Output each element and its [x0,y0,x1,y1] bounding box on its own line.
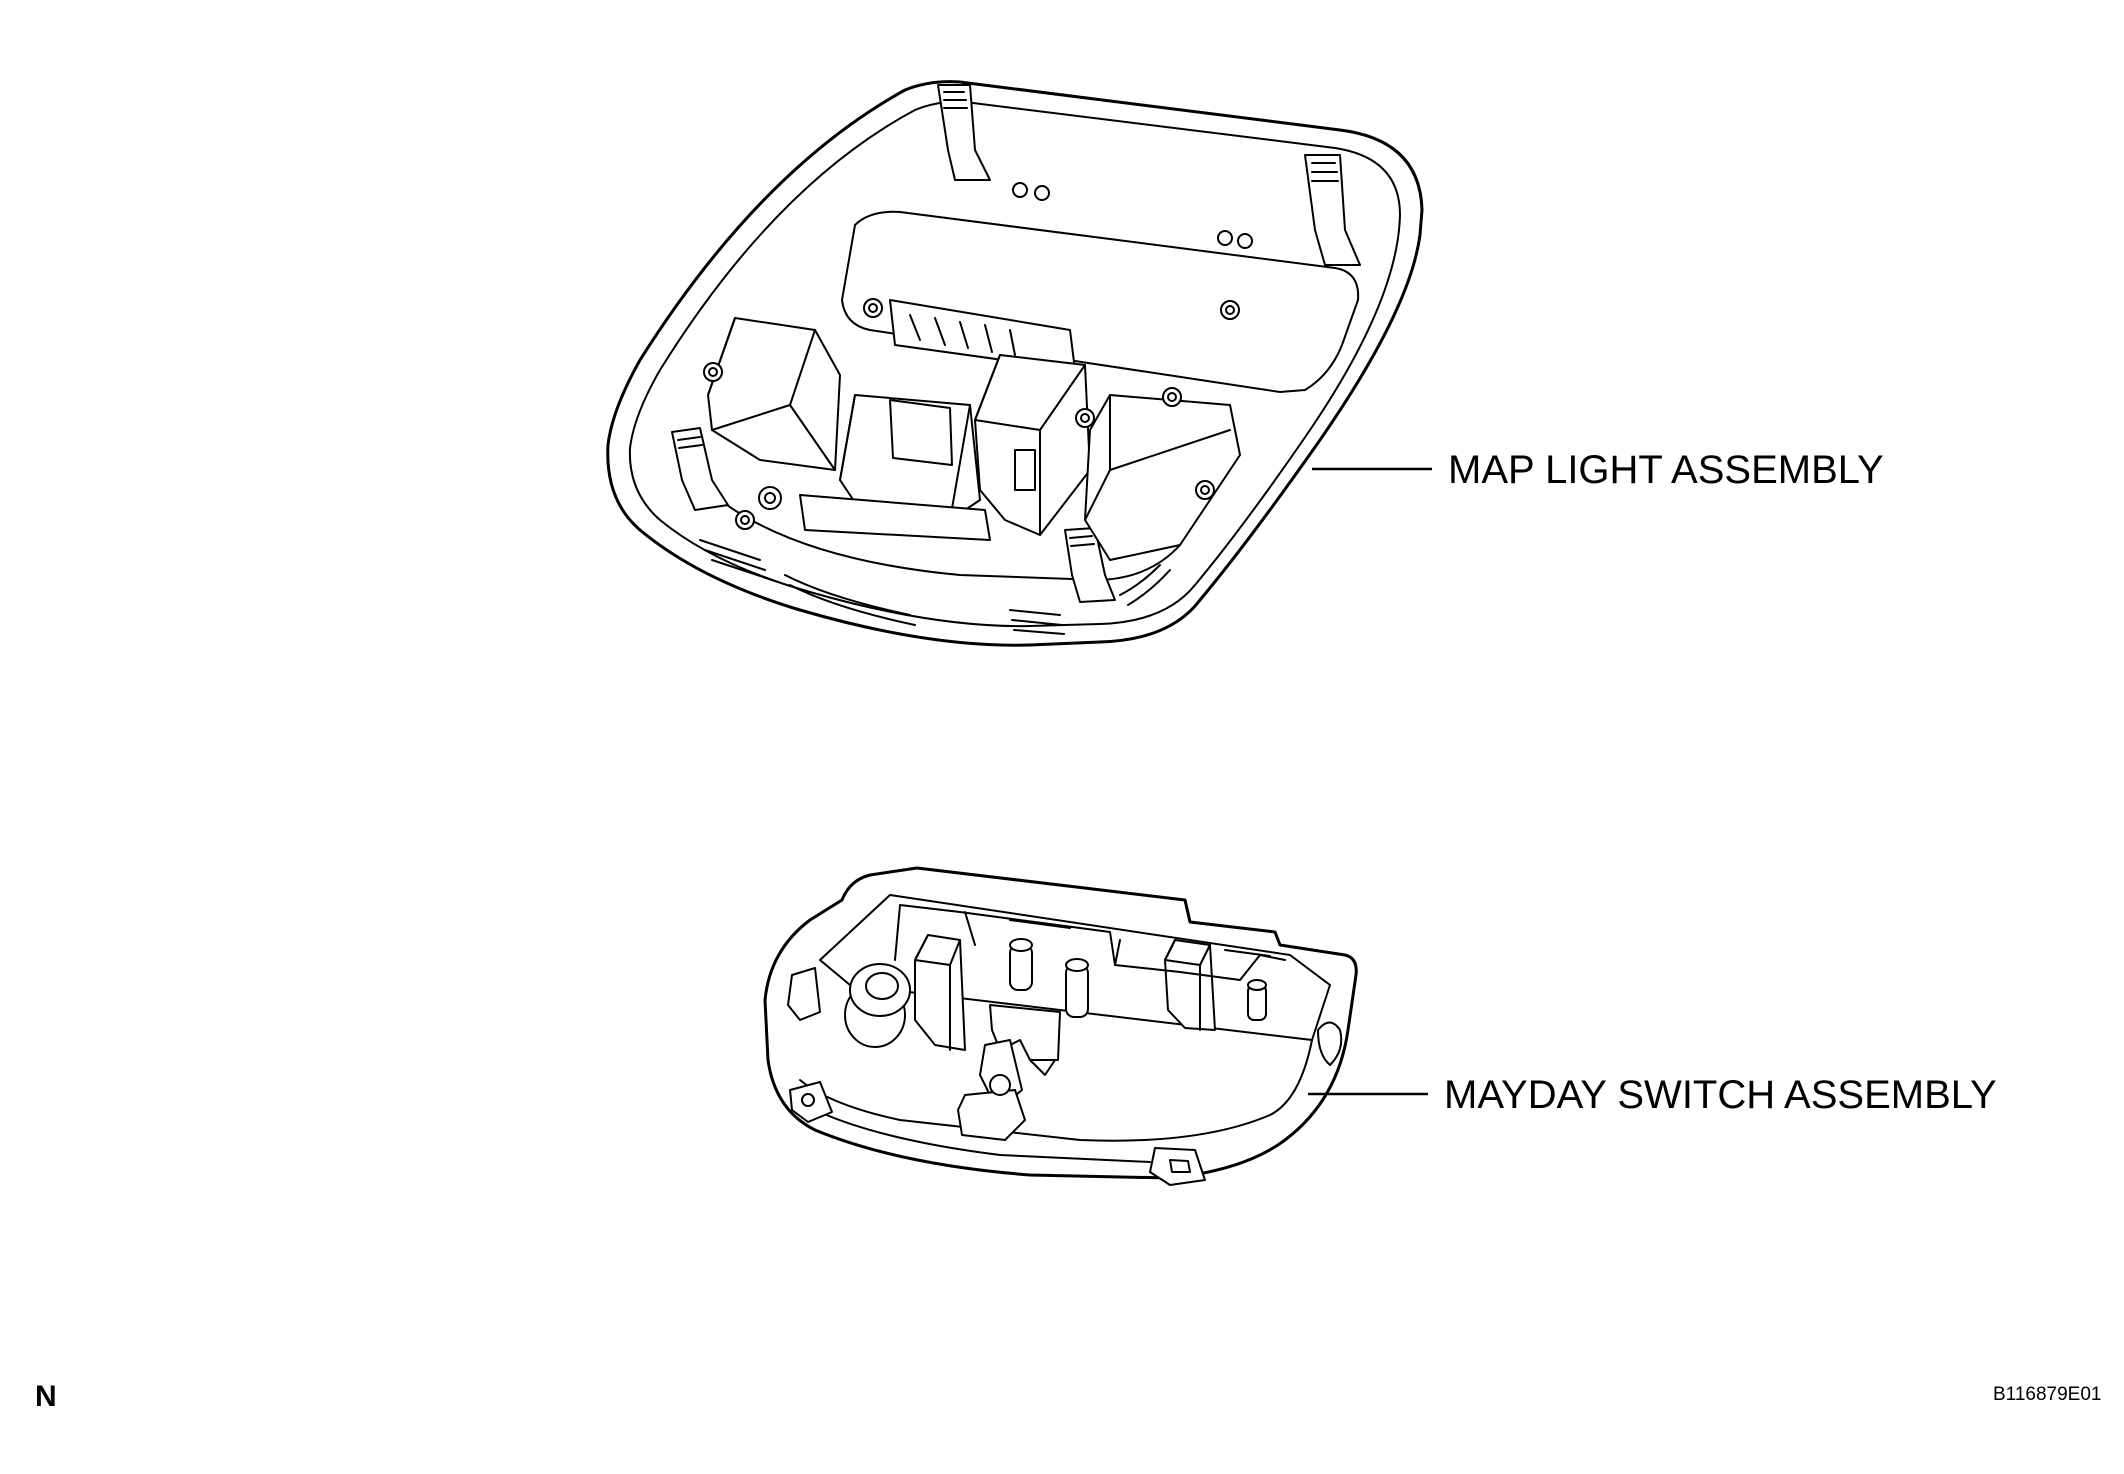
map-light-housing-inner [628,100,1401,628]
corner-marker: N [35,1380,57,1413]
map-light-screw-holes [703,182,1253,530]
map-light-connector-bottom [799,494,991,541]
mayday-switch-label: MAYDAY SWITCH ASSEMBLY [1444,1073,1997,1117]
mayday-switch-tab-left [789,1081,833,1123]
map-light-cover-panel [841,210,1360,393]
mayday-switch-clip-left [787,967,821,1021]
mayday-switch-assembly [763,866,1358,1186]
map-light-label: MAP LIGHT ASSEMBLY [1448,448,1884,492]
figure-id: B116879E01 [1993,1384,2101,1405]
map-light-assembly [606,80,1424,647]
mayday-switch-wiring [894,904,1286,981]
map-light-module-right [1084,394,1241,561]
map-light-front-vents [699,539,1171,635]
mayday-switch-base-lip [799,1039,1313,1142]
mayday-switch-buzzer [844,963,911,1048]
mayday-switch-clip-right [1317,1021,1343,1066]
map-light-post-left [671,427,729,511]
map-light-post-top-right [1304,154,1361,266]
